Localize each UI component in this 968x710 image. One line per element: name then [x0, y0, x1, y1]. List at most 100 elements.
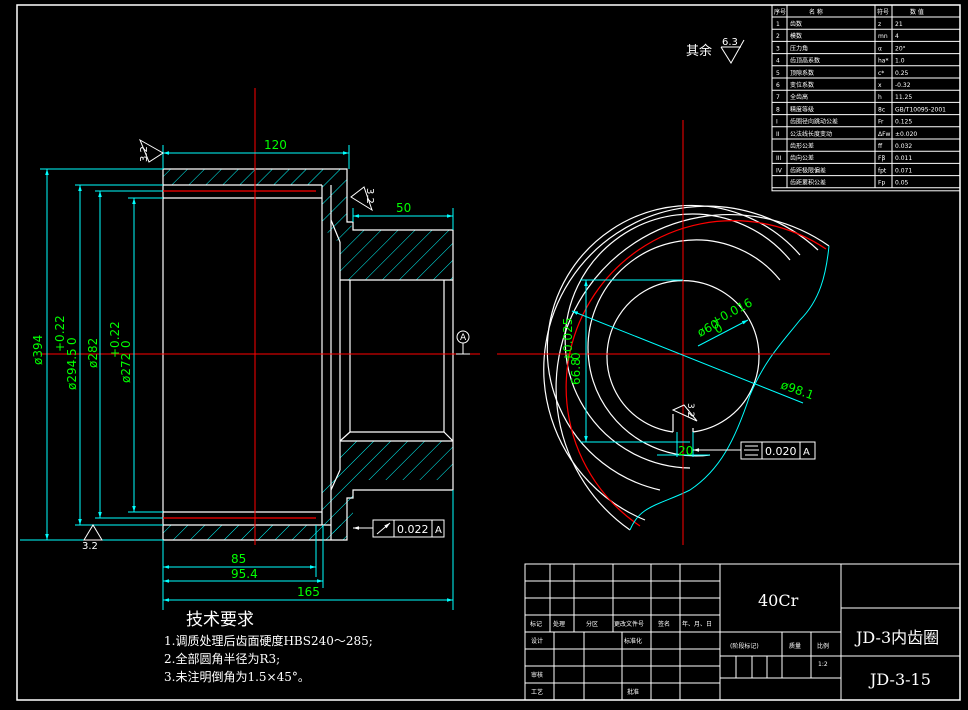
param-row-no: 6 — [776, 82, 780, 89]
roughness-value-key: 3.2 — [685, 403, 695, 417]
dim-key-tol: +0.025 — [561, 318, 575, 362]
symmetry-datum: A — [803, 447, 810, 458]
drawing-frame — [16, 4, 961, 701]
roughness-symbol-top-left — [138, 138, 164, 163]
runout-value: 0.022 — [397, 523, 429, 536]
tech-requirement-item: 2.全部圆角半径为R3; — [164, 651, 280, 666]
tb-label-design: 设计 — [531, 637, 543, 645]
param-row-symbol: z — [878, 21, 881, 28]
dim-dia-272-tol-lower: 0 — [119, 340, 133, 348]
tech-requirement-item: 3.未注明倒角为1.5×45°。 — [164, 669, 310, 684]
dim-dia-272: ø272 — [119, 353, 133, 383]
param-table-header: 序号 — [774, 8, 786, 16]
dim-dia-294-tol-upper: +0.22 — [53, 315, 67, 352]
param-row-name: 压力角 — [790, 44, 808, 52]
param-row-name: 公法线长度变动 — [790, 130, 832, 138]
roughness-value-web: 3.2 — [364, 188, 375, 204]
tb-label-process-eng: 工艺 — [531, 688, 543, 696]
tb-label-sign: 签名 — [658, 620, 670, 628]
general-roughness-value: 6.3 — [722, 37, 738, 48]
runout-datum: A — [435, 525, 442, 536]
param-row-name: 齿数 — [790, 20, 802, 28]
dim-dia-294: ø294.5 — [65, 348, 79, 390]
param-row-no: 1 — [776, 21, 780, 28]
hatch-top-hub — [340, 230, 453, 280]
dim-dia-294-tol-lower: 0 — [65, 337, 79, 345]
param-row-symbol: fpt — [878, 167, 887, 174]
param-row-name: 全齿高 — [790, 93, 808, 101]
param-row-symbol: Fp — [878, 180, 885, 187]
param-row-no: 4 — [776, 58, 780, 65]
param-row-symbol: c* — [878, 70, 884, 77]
param-row-no: IV — [776, 167, 783, 174]
param-row-symbol: ha* — [878, 58, 888, 65]
param-row-name: 顶隙系数 — [790, 69, 814, 77]
dim-len-95: 95.4 — [231, 567, 258, 581]
param-row-no: 2 — [776, 33, 780, 40]
dim-dia-272-tol-upper: +0.22 — [108, 321, 122, 358]
param-row-value: GB/T10095-2001 — [895, 106, 946, 113]
param-table-header: 符号 — [877, 8, 889, 16]
roughness-symbol-web — [350, 186, 373, 212]
param-row-value: 0.011 — [895, 155, 912, 162]
tb-drawing-no: JD-3-15 — [868, 670, 931, 689]
param-row-symbol: Fr — [878, 119, 884, 126]
param-row-name: 齿圈径向跳动公差 — [790, 118, 838, 126]
tb-part-name: JD-3内齿圈 — [854, 628, 939, 647]
section-view: ø394 ø294.5 +0.22 0 ø282 ø272 +0.22 0 12… — [20, 88, 480, 610]
runout-tolerance-frame — [372, 519, 445, 538]
tb-label-process: 处理 — [553, 620, 565, 628]
tb-material: 40Cr — [758, 591, 799, 610]
roughness-symbol-bottom — [83, 524, 103, 541]
tech-requirements-title: 技术要求 — [186, 610, 254, 630]
symmetry-tolerance-frame — [740, 441, 816, 460]
param-row-value: 20° — [895, 45, 906, 52]
dim-dia-282: ø282 — [86, 338, 100, 368]
dim-key-width-20: 20 — [678, 444, 693, 458]
dim-key-66: 66.8 — [569, 358, 583, 385]
tb-label-standard: 标准化 — [624, 637, 642, 645]
param-row-value: 0.032 — [895, 143, 912, 150]
param-row-name: 齿距极限偏差 — [790, 166, 826, 174]
tb-label-review: 审核 — [531, 671, 543, 679]
hatch-bottom-hub — [340, 441, 453, 490]
param-row-name: 齿形公差 — [790, 142, 814, 150]
param-row-no: 8 — [776, 106, 780, 113]
dim-len-165: 165 — [297, 585, 320, 599]
param-row-no: 5 — [776, 70, 780, 77]
hatch-bottom-web — [322, 441, 353, 533]
roughness-value-bottom: 3.2 — [82, 541, 98, 552]
end-view: ø60 +0.016 0 66.8 +0.025 0 ø98.1 20 3.2 … — [497, 120, 830, 545]
param-row-value: 11.25 — [895, 94, 912, 101]
param-row-symbol: α — [878, 45, 882, 52]
param-row-symbol: ff — [878, 143, 883, 150]
dim-width-120: 120 — [264, 138, 287, 152]
param-row-name: 齿距累积公差 — [790, 179, 826, 187]
dim-len-85: 85 — [231, 552, 246, 566]
tb-label-approve: 批准 — [627, 688, 639, 696]
param-row-symbol: h — [878, 94, 882, 101]
general-roughness-label: 其余 — [686, 43, 712, 59]
dim-key-tol-lower: 0 — [569, 352, 583, 360]
param-row-no: 7 — [776, 94, 780, 101]
param-row-value: -0.32 — [895, 82, 911, 89]
tb-label-mark: 标记 — [530, 620, 542, 628]
param-row-name: 齿顶高系数 — [790, 57, 820, 65]
tb-label-stage: (阶段标记) — [730, 642, 759, 650]
tb-label-weight: 质量 — [789, 642, 801, 650]
roughness-value-top-left: 3.2 — [139, 146, 150, 162]
param-row-value: 1.0 — [895, 58, 905, 65]
roughness-symbol-key — [671, 404, 698, 422]
param-row-symbol: x — [878, 82, 882, 89]
hatch-top-web — [322, 185, 353, 242]
tb-label-date: 年、月、日 — [682, 620, 712, 628]
tb-scale-value: 1:2 — [818, 661, 828, 668]
tech-requirement-item: 1.调质处理后齿面硬度HBS240～285; — [164, 633, 373, 648]
dim-dia-394: ø394 — [31, 335, 45, 365]
tb-label-change-doc: 更改文件号 — [614, 620, 644, 628]
dim-hub-50: 50 — [396, 201, 411, 215]
param-row-symbol: 8c — [878, 106, 885, 113]
param-row-value: 0.071 — [895, 167, 912, 174]
param-row-value: 21 — [895, 21, 903, 28]
